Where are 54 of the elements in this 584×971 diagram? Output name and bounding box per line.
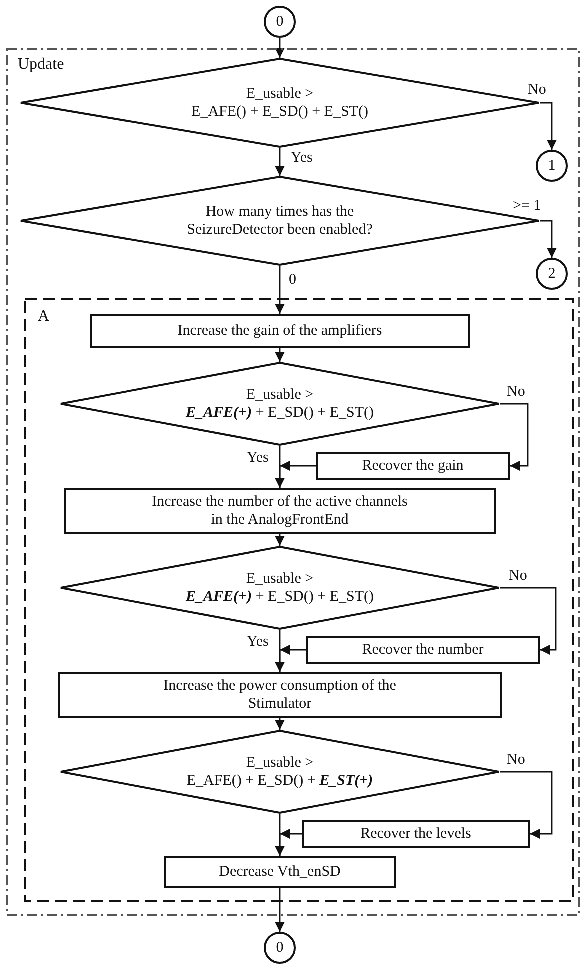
arrow — [275, 461, 316, 488]
group-label: A — [38, 308, 50, 326]
process-box — [58, 672, 502, 718]
arrow — [275, 348, 285, 362]
decision-diamond — [20, 176, 540, 266]
decision-diamond — [60, 362, 500, 446]
group-label: Update — [18, 56, 64, 74]
arrow — [275, 645, 306, 672]
arrow — [275, 266, 285, 314]
process-text: Recover the levels — [360, 825, 472, 843]
connector-circle — [536, 150, 568, 182]
arrow — [500, 771, 553, 839]
condition-text: E_usable > — [246, 570, 314, 588]
connector-circle — [536, 258, 568, 290]
connector-number: 0 — [276, 14, 284, 30]
arrow — [275, 38, 285, 58]
connector-number: 0 — [276, 940, 284, 956]
process-text: Increase the number of the active channels in the AnalogFrontEnd — [152, 493, 408, 529]
arrow — [275, 718, 285, 730]
group-frame — [24, 298, 574, 902]
condition-text: E_usable > — [246, 754, 314, 772]
condition-text: How many times has the SeizureDetector been enabled? — [186, 203, 374, 239]
arrow — [275, 829, 302, 856]
condition-text: E_usable > — [246, 386, 314, 404]
process-box — [302, 820, 530, 848]
process-box — [64, 488, 496, 534]
process-box — [316, 452, 510, 480]
arrow — [540, 220, 557, 258]
arrow — [275, 534, 285, 546]
decision-diamond — [60, 546, 500, 630]
group-frame — [6, 48, 580, 916]
connector-number: 1 — [548, 158, 556, 174]
process-text: Increase the power consumption of the Stimulator — [162, 677, 398, 713]
arrow — [275, 888, 285, 932]
condition-text: E_AFE() + E_SD() + E_ST() — [192, 103, 368, 121]
process-text: Increase the gain of the amplifiers — [178, 322, 382, 340]
condition-text: E_AFE(+) + E_SD() + E_ST() — [186, 588, 374, 606]
arrow — [500, 403, 529, 471]
connector-circle — [264, 932, 296, 964]
arrow — [540, 102, 557, 150]
arrow — [275, 148, 285, 176]
process-text: Recover the number — [362, 641, 484, 659]
arrow — [500, 587, 557, 655]
connector-number: 2 — [548, 266, 556, 282]
process-text: Decrease Vth_enSD — [219, 863, 341, 881]
condition-text: E_AFE(+) + E_SD() + E_ST() — [186, 404, 374, 422]
process-box — [306, 636, 540, 664]
condition-text: E_usable > — [246, 85, 314, 103]
process-box — [90, 314, 470, 348]
condition-text: E_AFE() + E_SD() + E_ST(+) — [186, 772, 374, 790]
decision-diamond — [60, 730, 500, 814]
connector-circle — [264, 6, 296, 38]
process-text: Recover the gain — [362, 457, 464, 475]
process-box — [164, 856, 396, 888]
